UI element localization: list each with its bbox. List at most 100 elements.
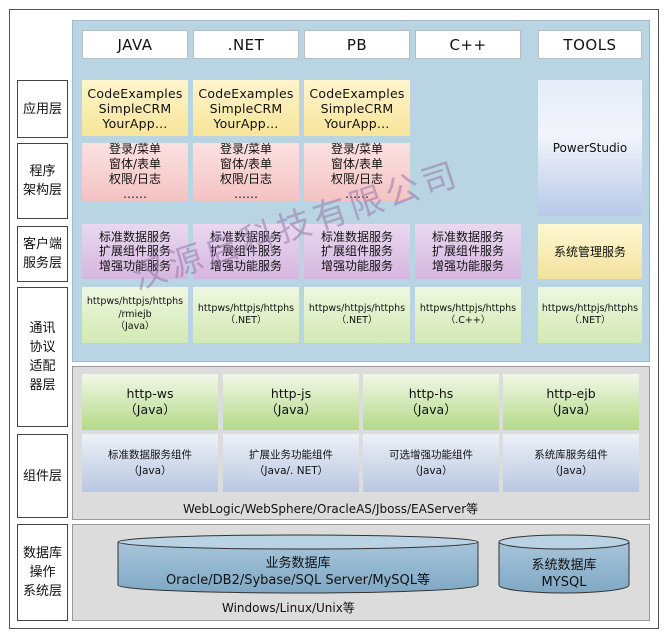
component-optional-enhanced: 可选增强功能组件 （Java） (363, 434, 499, 492)
component-name: 可选增强功能组件 (389, 449, 473, 461)
arch-cell-dotnet: 登录/菜单 窗体/表单 权限/日志 …… (193, 142, 299, 201)
service-line: 扩展组件服务 (431, 244, 504, 259)
service-cell-pb: 标准数据服务 扩展组件服务 增强功能服务 (304, 224, 410, 279)
lang-header-dotnet: .NET (193, 30, 299, 59)
system-database-cylinder (498, 534, 630, 594)
app-cell-java: CodeExamples SimpleCRM YourApp… (82, 80, 188, 136)
protocol-line: httpws/httpjs/httphs (197, 302, 295, 314)
component-name: 标准数据服务组件 (108, 449, 192, 461)
layer-label-client-service: 客户端 服务层 (17, 226, 68, 282)
layer-label-component: 组件层 (17, 434, 68, 518)
adapter-http-ws: http-ws （Java） (82, 374, 218, 430)
layer-label-protocol-adapter: 通讯 协议 适配 器层 (17, 287, 68, 427)
protocol-line: httpws/httpjs/httphs (541, 302, 639, 314)
arch-line: …… (345, 187, 369, 201)
app-line: YourApp… (324, 115, 390, 131)
service-line: 标准数据服务 (320, 229, 393, 244)
protocol-line: （Java） (115, 321, 155, 333)
arch-line: 窗体/表单 (108, 157, 162, 171)
protocol-cell-java: httpws/httpjs/httphs /rmiejb （Java） (82, 287, 188, 343)
arch-line: 权限/日志 (219, 172, 273, 186)
protocol-cell-dotnet: httpws/httpjs/httphs （.NET） (193, 287, 299, 343)
adapter-lang: （Java） (405, 402, 457, 417)
layer-label-database-os: 数据库 操作 系统层 (17, 524, 68, 621)
lang-header-java: JAVA (82, 30, 188, 59)
arch-line: 窗体/表单 (219, 157, 273, 171)
app-line: CodeExamples (309, 85, 405, 101)
app-server-note: WebLogic/WebSphere/OracleAS/Jboss/EAServ… (183, 502, 479, 516)
adapter-http-js: http-js （Java） (223, 374, 359, 430)
service-line: 标准数据服务 (431, 229, 504, 244)
service-line: 增强功能服务 (320, 258, 393, 273)
component-extended-business: 扩展业务功能组件 （Java/. NET） (223, 434, 359, 492)
system-management-service: 系统管理服务 (538, 224, 642, 279)
app-line: CodeExamples (198, 85, 294, 101)
app-cell-dotnet: CodeExamples SimpleCRM YourApp… (193, 80, 299, 136)
protocol-line: /rmiejb (118, 308, 152, 320)
layer-label-arch: 程序 架构层 (17, 143, 68, 219)
arch-line: 权限/日志 (330, 172, 384, 186)
component-name: 扩展业务功能组件 (249, 449, 333, 461)
service-cell-dotnet: 标准数据服务 扩展组件服务 增强功能服务 (193, 224, 299, 279)
arch-cell-pb: 登录/菜单 窗体/表单 权限/日志 …… (304, 142, 410, 201)
layer-label-app: 应用层 (17, 80, 68, 138)
protocol-line: （.NET） (569, 315, 611, 326)
business-database-cylinder (117, 534, 479, 594)
app-line: YourApp… (213, 115, 279, 131)
business-db-title: 业务数据库 (265, 556, 331, 571)
adapter-http-hs: http-hs （Java） (363, 374, 499, 430)
arch-line: 登录/菜单 (330, 142, 384, 156)
adapter-lang: （Java） (124, 402, 176, 417)
component-system-library: 系统库服务组件 （Java） (503, 434, 639, 492)
protocol-line: httpws/httpjs/httphs (308, 302, 406, 314)
business-database: 业务数据库 Oracle/DB2/Sybase/SQL Server/MySQL… (117, 534, 479, 594)
powerstudio-box: PowerStudio (538, 80, 642, 216)
protocol-line: httpws/httpjs/httphs (86, 296, 184, 308)
component-lang: （Java/. NET） (253, 465, 329, 477)
app-cell-pb: CodeExamples SimpleCRM YourApp… (304, 80, 410, 136)
protocol-line: httpws/httpjs/httphs (419, 302, 517, 314)
adapter-http-ejb: http-ejb （Java） (503, 374, 639, 430)
system-db-title: 系统数据库 (531, 558, 597, 573)
app-line: CodeExamples (87, 85, 183, 101)
service-line: 扩展组件服务 (98, 244, 171, 259)
component-name: 系统库服务组件 (534, 449, 608, 461)
adapter-name: http-ws (126, 386, 174, 401)
service-line: 标准数据服务 (98, 229, 171, 244)
service-cell-java: 标准数据服务 扩展组件服务 增强功能服务 (82, 224, 188, 279)
service-cell-cpp: 标准数据服务 扩展组件服务 增强功能服务 (415, 224, 521, 279)
arch-line: 权限/日志 (108, 172, 162, 186)
service-line: 增强功能服务 (209, 258, 282, 273)
adapter-name: http-ejb (546, 386, 596, 401)
adapter-name: http-hs (408, 386, 454, 401)
service-line: 扩展组件服务 (209, 244, 282, 259)
arch-line: 窗体/表单 (330, 157, 384, 171)
powerstudio-label: PowerStudio (552, 141, 628, 155)
lang-header-pb: PB (304, 30, 410, 59)
arch-line: 登录/菜单 (219, 142, 273, 156)
app-line: YourApp… (102, 115, 168, 131)
app-line: SimpleCRM (320, 100, 394, 116)
business-db-types: Oracle/DB2/Sybase/SQL Server/MySQL等 (165, 573, 431, 588)
protocol-line: （.NET） (336, 315, 378, 326)
lang-header-cpp: C++ (415, 30, 521, 59)
system-management-label: 系统管理服务 (553, 245, 626, 259)
protocol-line: （.C++） (445, 315, 491, 326)
arch-line: …… (123, 187, 147, 201)
system-database: 系统数据库 MYSQL (498, 534, 630, 594)
component-standard-data: 标准数据服务组件 （Java） (82, 434, 218, 492)
system-db-type: MYSQL (541, 575, 587, 590)
app-line: SimpleCRM (209, 100, 283, 116)
adapter-lang: （Java） (545, 402, 597, 417)
component-lang: （Java） (549, 465, 593, 477)
component-lang: （Java） (409, 465, 453, 477)
protocol-cell-pb: httpws/httpjs/httphs （.NET） (304, 287, 410, 343)
protocol-cell-cpp: httpws/httpjs/httphs （.C++） (415, 287, 521, 343)
lang-header-tools: TOOLS (538, 30, 642, 59)
arch-line: 登录/菜单 (108, 142, 162, 156)
service-line: 增强功能服务 (431, 258, 504, 273)
arch-line: …… (234, 187, 258, 201)
service-line: 扩展组件服务 (320, 244, 393, 259)
adapter-name: http-js (270, 386, 312, 401)
adapter-lang: （Java） (265, 402, 317, 417)
